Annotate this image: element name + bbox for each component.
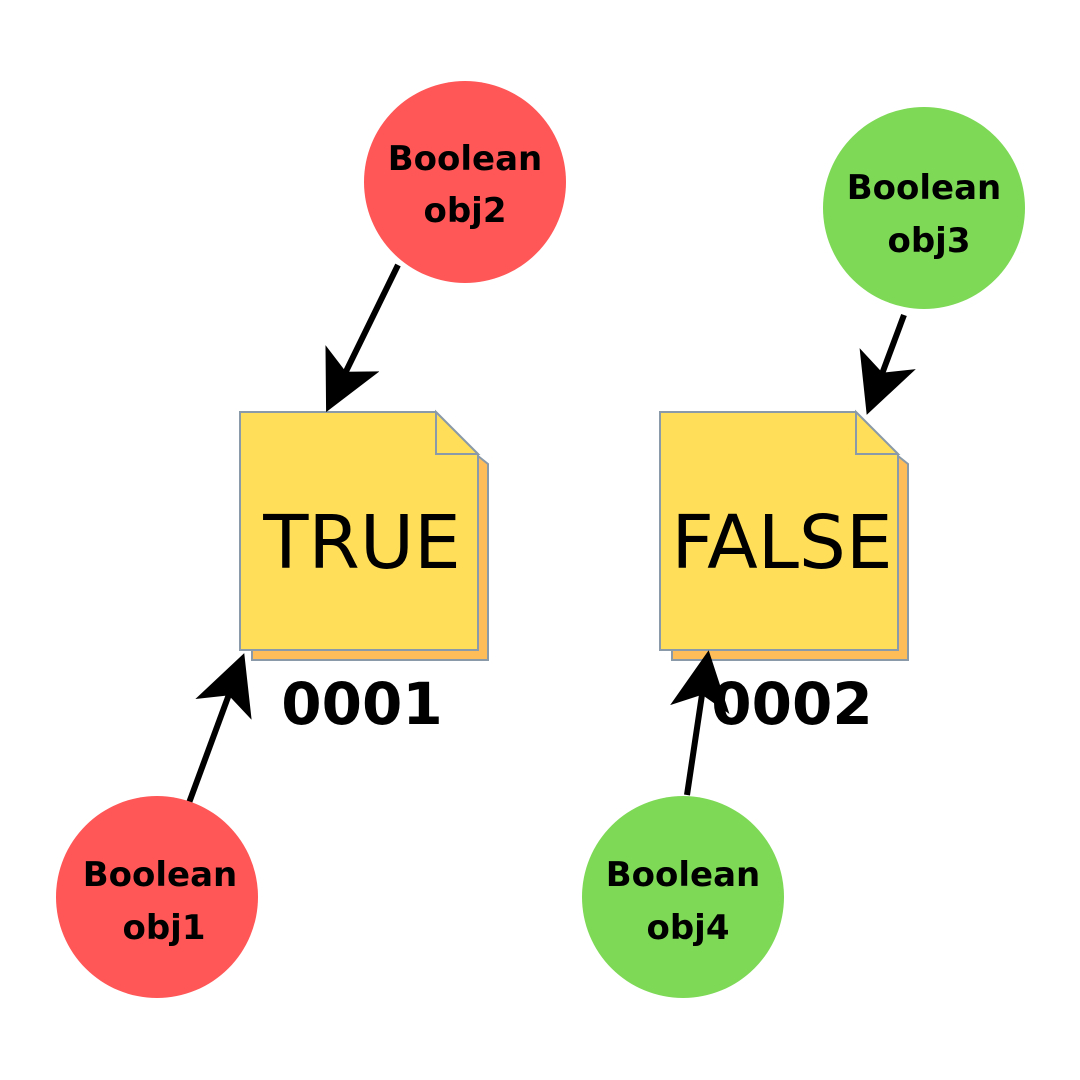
false-address: 0002: [711, 670, 872, 738]
node-circle: [56, 796, 258, 998]
node-name-label: obj3: [887, 221, 970, 261]
note-folded-corner: [855, 409, 901, 455]
memory-block-false: FALSE: [659, 409, 909, 661]
node-obj2: Boolean obj2: [364, 81, 566, 283]
true-value: TRUE: [262, 500, 461, 586]
arrow-obj1-to-true: [183, 653, 252, 813]
node-obj1: Boolean obj1: [56, 796, 258, 998]
true-address: 0001: [281, 670, 442, 738]
note-front-page: [239, 411, 479, 651]
node-name-label: obj2: [423, 191, 506, 231]
node-obj4: Boolean obj4: [582, 796, 784, 998]
node-type-label: Boolean: [83, 855, 238, 895]
false-value: FALSE: [671, 500, 892, 586]
node-type-label: Boolean: [388, 139, 543, 179]
node-circle: [582, 796, 784, 998]
node-circle: [823, 107, 1025, 309]
note-folded-corner: [435, 409, 481, 455]
node-type-label: Boolean: [847, 168, 1002, 208]
memory-block-true: TRUE: [239, 409, 489, 661]
node-name-label: obj1: [122, 908, 205, 948]
node-circle: [364, 81, 566, 283]
node-obj3: Boolean obj3: [823, 107, 1025, 309]
note-front-page: [659, 411, 899, 651]
arrow-obj4-to-false: [670, 650, 730, 796]
node-name-label: obj4: [646, 908, 729, 948]
node-type-label: Boolean: [606, 855, 761, 895]
arrow-obj2-to-true: [325, 263, 401, 413]
arrow-obj3-to-false: [859, 313, 916, 415]
